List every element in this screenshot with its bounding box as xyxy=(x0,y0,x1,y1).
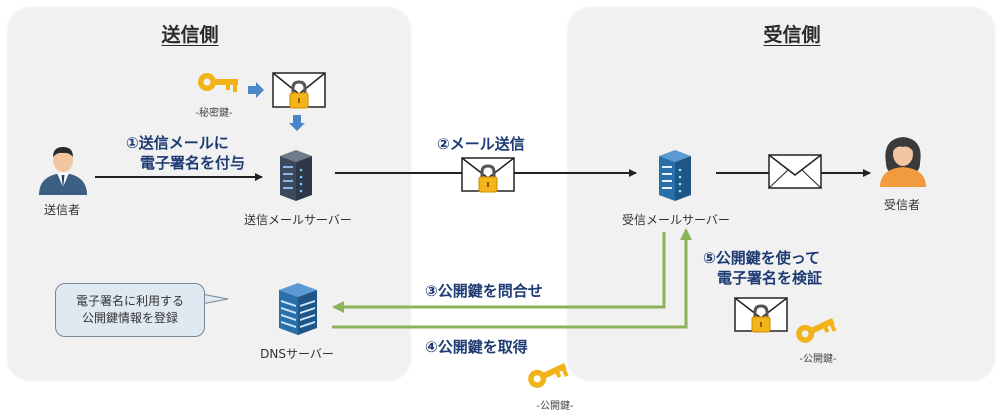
step2-label: ②メール送信 xyxy=(437,135,525,153)
woman-icon xyxy=(880,137,926,187)
sending-server-label: 送信メールサーバー xyxy=(244,213,352,227)
sender-panel-title: 送信側 xyxy=(161,24,219,46)
dns-server-icon xyxy=(279,283,317,335)
sender-label: 送信者 xyxy=(43,203,81,217)
dns-server-label: DNSサーバー xyxy=(260,347,334,361)
step5-line2: 電子署名を検証 xyxy=(717,269,823,287)
step1-line2: 電子署名を付与 xyxy=(140,154,246,172)
step1-label: ①送信メールに 電子署名を付与 xyxy=(126,133,245,173)
public-key-verify-icon xyxy=(796,318,837,343)
receiving-server-label: 受信メールサーバー xyxy=(622,213,730,227)
private-key-icon xyxy=(198,73,238,92)
receiving-server-icon xyxy=(659,150,691,201)
arrow-query-public-key xyxy=(332,232,666,313)
receiver-panel-title: 受信側 xyxy=(763,24,821,46)
step1-line1: ①送信メールに xyxy=(126,134,229,152)
locked-envelope-icon xyxy=(272,72,326,109)
businessman-icon xyxy=(39,147,87,195)
callout-bubble: 電子署名に利用する 公開鍵情報を登録 xyxy=(55,283,205,337)
public-key-fetch-label: -公開鍵- xyxy=(536,401,574,412)
step5-label: ⑤公開鍵を使って 電子署名を検証 xyxy=(703,248,822,288)
envelope-icon xyxy=(768,154,822,189)
public-key-verify-label: -公開鍵- xyxy=(799,354,837,365)
receiver-label: 受信者 xyxy=(883,198,921,212)
private-key-label: -秘密鍵- xyxy=(195,108,233,119)
locked-envelope-verify-icon xyxy=(734,297,788,333)
public-key-fetch-icon xyxy=(528,363,569,388)
blue-arrow-down xyxy=(289,115,305,131)
step4-label: ④公開鍵を取得 xyxy=(425,338,528,356)
blue-arrow-right xyxy=(248,82,264,98)
step3-label: ③公開鍵を問合せ xyxy=(425,282,543,300)
sending-server-icon xyxy=(280,150,312,201)
arrow-fetch-public-key xyxy=(332,228,692,329)
locked-envelope-transit-icon xyxy=(461,157,515,193)
step5-line1: ⑤公開鍵を使って xyxy=(703,249,820,267)
